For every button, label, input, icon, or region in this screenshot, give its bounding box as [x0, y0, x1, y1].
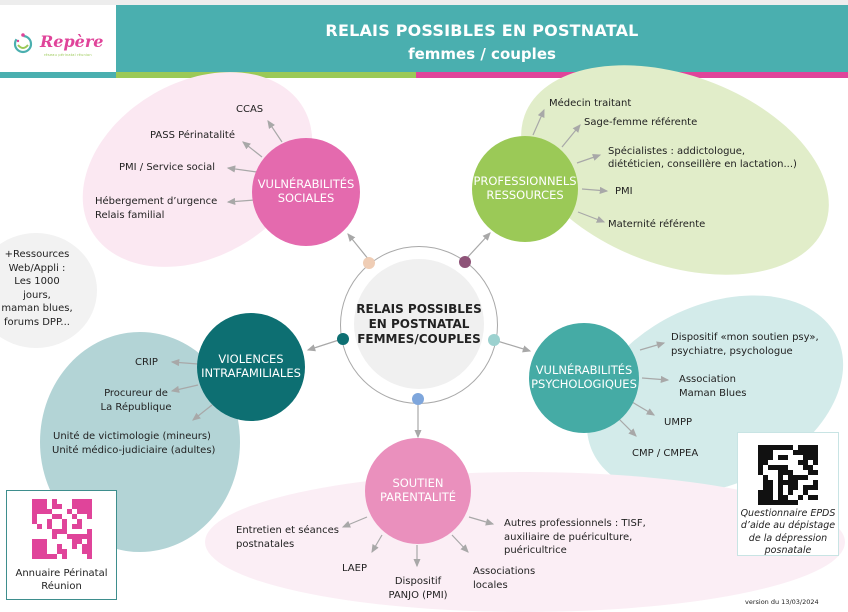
page-title: RELAIS POSSIBLES EN POSTNATAL: [325, 21, 639, 40]
item-autres-pro: Autres professionnels : TISF, auxiliaire…: [504, 517, 646, 558]
item-line: PANJO (PMI): [388, 589, 448, 601]
item-procureur: Procureur de La République: [96, 387, 176, 414]
hub-label: VULNÉRABILITÉS: [535, 363, 633, 378]
qr-code-icon[interactable]: [758, 445, 818, 505]
top-bar: [0, 0, 848, 5]
resources-line: forums DPP...: [4, 316, 70, 328]
item-cmp: CMP / CMPEA: [632, 448, 699, 459]
item-line: Entretien et séances: [236, 525, 339, 536]
item-laep: LAEP: [342, 563, 367, 574]
qr-annuaire-card[interactable]: Annuaire Périnatal Réunion: [6, 490, 117, 600]
center-title-line: FEMMES/COUPLES: [357, 331, 481, 346]
hub-label: SOUTIEN: [392, 476, 444, 491]
dot-pro: [459, 256, 471, 268]
logo-icon: [13, 33, 33, 54]
logo-tagline: réseau périnatal réunion: [44, 53, 92, 57]
arrow-center-pro: [465, 232, 491, 260]
item-hebergement: Hébergement d’urgence: [95, 196, 218, 207]
resources-circle: [0, 233, 97, 348]
item-unites: Unité de victimologie (mineurs) Unité mé…: [52, 430, 216, 457]
hub-label: PSYCHOLOGIQUES: [531, 377, 637, 391]
center-title-line: RELAIS POSSIBLES: [356, 301, 482, 316]
item-medecin: Médecin traitant: [549, 98, 632, 109]
item-line: auxiliaire de puériculture,: [504, 531, 633, 543]
item-line: postnatales: [236, 538, 295, 550]
item-line: Autres professionnels : TISF,: [504, 518, 646, 529]
dot-social: [363, 257, 375, 269]
item-line: psychiatre, psychologue: [671, 345, 793, 357]
item-procureur-line: La République: [100, 401, 172, 413]
hub-label: INTRAFAMILIALES: [201, 366, 301, 380]
version-label: version du 13/03/2024: [745, 598, 819, 606]
hub-label: SOCIALES: [277, 191, 335, 205]
item-line: locales: [473, 579, 508, 591]
item-crip: CRIP: [135, 357, 158, 368]
item-sage-femme: Sage-femme référente: [584, 117, 698, 128]
item-line: Dispositif «mon soutien psy»,: [671, 332, 819, 343]
resources-line: Les 1000 jours,: [14, 276, 60, 301]
item-line: Associations: [473, 566, 536, 577]
hub-label: PARENTALITÉ: [379, 490, 456, 504]
item-specialistes-2: diététicien, conseillère en lactation...…: [608, 159, 797, 170]
caption-line: Annuaire Périnatal: [15, 568, 108, 579]
center-node: RELAIS POSSIBLES EN POSTNATAL FEMMES/COU…: [354, 259, 484, 389]
resources-line: maman blues,: [1, 303, 73, 314]
page-subtitle: femmes / couples: [408, 45, 556, 63]
arrow-center-social: [347, 233, 370, 261]
item-umpp: UMPP: [664, 417, 693, 428]
hub-label: PROFESSIONNELS: [473, 174, 577, 189]
item-associations: Associations locales: [473, 565, 535, 592]
qr-code-icon[interactable]: [31, 499, 92, 559]
caption-line: d’aide au dépistage: [740, 520, 836, 532]
qr-annuaire-caption: Annuaire Périnatal Réunion: [7, 567, 116, 593]
item-dispositif-psy: Dispositif «mon soutien psy», psychiatre…: [671, 331, 819, 358]
item-line: puéricultrice: [504, 545, 567, 556]
dot-psy: [488, 334, 500, 346]
header-banner: RELAIS POSSIBLES EN POSTNATAL femmes / c…: [116, 5, 848, 72]
item-pmi-pro: PMI: [615, 186, 633, 197]
hub-label: RESSOURCES: [486, 188, 564, 202]
qr-epds-card[interactable]: Questionnaire EPDS d’aide au dépistage d…: [737, 432, 839, 556]
item-specialistes: Spécialistes : addictologue,: [608, 146, 746, 157]
caption-line: Questionnaire EPDS: [740, 508, 836, 519]
logo: Repère réseau périnatal réunion: [0, 5, 116, 72]
caption-line: posnatale: [764, 545, 812, 557]
caption-line: Réunion: [41, 581, 82, 592]
dot-parent: [412, 393, 424, 405]
stripe-teal: [0, 72, 116, 78]
item-line: Maman Blues: [679, 387, 747, 399]
item-maternite: Maternité référente: [608, 219, 706, 230]
item-line: Dispositif: [394, 576, 442, 587]
qr-epds-caption: Questionnaire EPDS d’aide au dépistage d…: [738, 508, 838, 557]
caption-line: de la dépression: [748, 532, 828, 544]
item-panjo: Dispositif PANJO (PMI): [383, 575, 453, 602]
logo-text: Repère: [40, 32, 104, 51]
item-entretien: Entretien et séances postnatales: [236, 524, 339, 551]
resources-text: +Ressources Web/Appli : Les 1000 jours, …: [0, 248, 74, 329]
center-title-line: EN POSTNATAL: [368, 316, 470, 331]
item-maman-blues: Association Maman Blues: [679, 373, 746, 400]
item-unite-line: Unité médico-judiciaire (adultes): [52, 444, 216, 456]
item-procureur-line: Procureur de: [104, 388, 168, 399]
item-pmi-social: PMI / Service social: [119, 162, 215, 173]
resources-line: Web/Appli :: [8, 262, 66, 274]
item-unite-line: Unité de victimologie (mineurs): [53, 431, 211, 442]
resources-line: +Ressources: [4, 249, 70, 260]
item-pass: PASS Périnatalité: [150, 130, 235, 141]
stripe-green: [116, 72, 416, 78]
item-ccas: CCAS: [236, 104, 264, 115]
item-line: Association: [679, 374, 736, 385]
hub-label: VIOLENCES: [218, 352, 284, 367]
dot-violence: [337, 333, 349, 345]
item-relais-familial: Relais familial: [95, 210, 165, 221]
hub-label: VULNÉRABILITÉS: [257, 177, 355, 192]
